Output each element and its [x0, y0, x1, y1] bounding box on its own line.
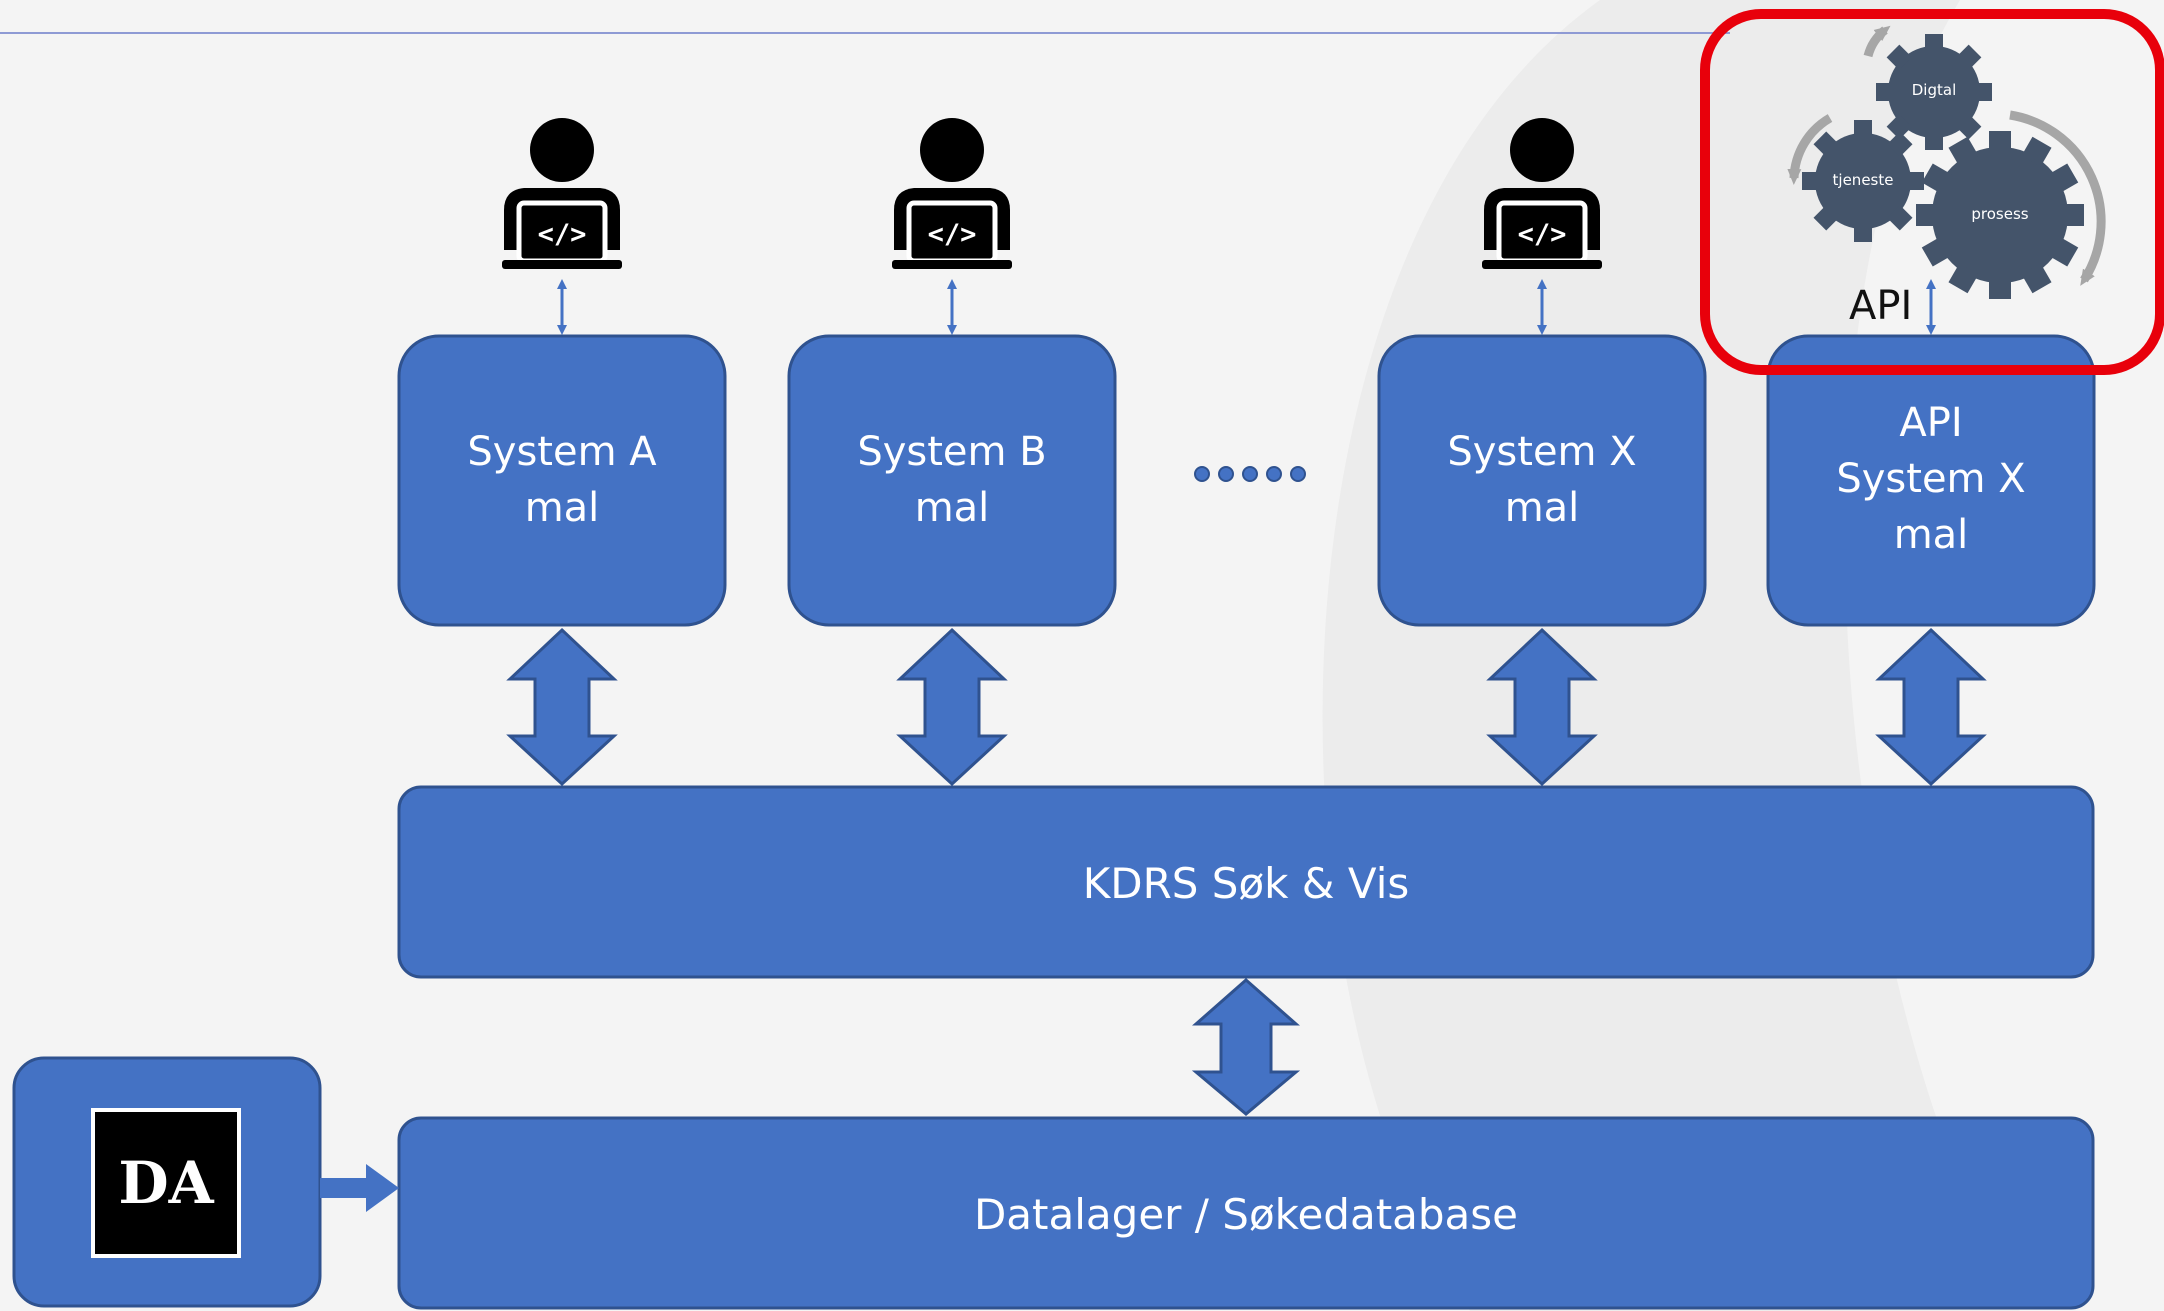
gear-label-digtal: Digtal [1911, 81, 1957, 99]
gear-label-tjeneste: tjeneste [1832, 171, 1894, 189]
system-x-box [1377, 334, 1707, 627]
system-title: System X [1447, 429, 1637, 475]
system-a-box [397, 334, 727, 627]
system-subtitle: mal [914, 485, 990, 531]
process-gears [1787, 25, 2106, 299]
kdrs-search-bar [397, 785, 2095, 979]
cycle-arrow-icon [2009, 110, 2106, 286]
gear-icon [1916, 131, 2084, 299]
ellipsis-dots [1194, 466, 1306, 482]
gear-label-prosess: prosess [1971, 205, 2029, 223]
api-system-x-box [1766, 334, 2096, 627]
search-bar-label: KDRS Søk & Vis [1082, 859, 1410, 908]
datastore-bar [397, 1116, 2095, 1310]
system-subtitle: System X [1836, 456, 2026, 502]
background-swoosh-inner [1845, 0, 2164, 1311]
da-to-datastore-arrow [320, 1164, 399, 1212]
double-arrow-icon [1486, 627, 1598, 787]
datastore-label: Datalager / Søkedatabase [973, 1190, 1519, 1239]
cycle-arrow-icon [1863, 25, 1891, 58]
system-title: System A [467, 429, 657, 475]
da-logo [91, 1108, 241, 1258]
da-logo-text: DA [118, 1149, 214, 1217]
system-a-label: System A mal [399, 424, 725, 536]
system-title: System B [857, 429, 1047, 475]
system-b-label: System B mal [789, 424, 1115, 536]
ellipsis-label: ••••• [1190, 445, 1310, 446]
cycle-arrow-icon [1787, 114, 1833, 185]
system-subtitle: mal [1504, 485, 1580, 531]
api-label: API [1849, 283, 1913, 329]
system-x-label: System X mal [1379, 424, 1705, 536]
system-subtitle: mal [524, 485, 600, 531]
system-b-box [787, 334, 1117, 627]
system-title: API [1899, 400, 1963, 446]
double-arrow-icon [1875, 627, 1987, 787]
double-arrow-icon [506, 627, 618, 787]
gear-icon [1802, 120, 1924, 242]
system-extra: mal [1893, 512, 1969, 558]
api-system-x-label: API System X mal [1768, 395, 2094, 563]
double-arrow-icon [1191, 978, 1301, 1116]
double-arrow-icon [896, 627, 1008, 787]
api-highlight-frame [1700, 9, 2164, 375]
